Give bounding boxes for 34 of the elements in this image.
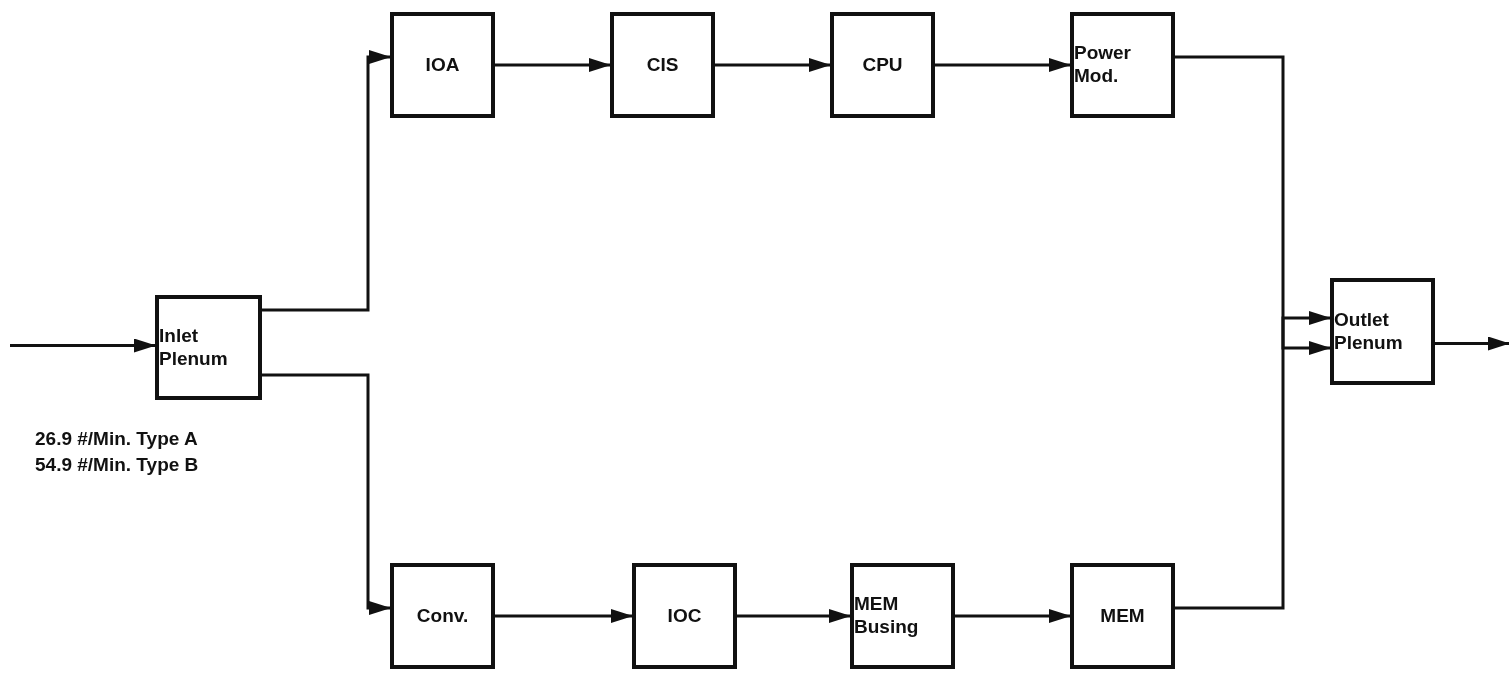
process-box — [390, 12, 495, 118]
arrow — [262, 50, 391, 312]
process-box — [1330, 278, 1435, 385]
box-label: MEM Busing — [854, 593, 920, 639]
arrow — [1175, 311, 1331, 610]
arrow — [262, 373, 391, 615]
process-box — [390, 563, 495, 669]
process-box — [632, 563, 737, 669]
arrow — [955, 609, 1071, 623]
flow-rate-note: 54.9 #/Min. Type B — [35, 454, 199, 477]
process-box — [830, 12, 935, 118]
arrow — [495, 609, 633, 623]
arrow — [935, 58, 1071, 72]
process-box — [1070, 12, 1175, 118]
box-label: IOC — [667, 604, 702, 628]
arrow — [495, 58, 611, 72]
box-label: Inlet Plenum — [159, 324, 229, 371]
arrow — [10, 338, 156, 353]
process-box — [1070, 563, 1175, 669]
arrow — [737, 609, 851, 623]
arrow — [1175, 55, 1331, 355]
flow-rate-note: 26.9 #/Min. Type A — [35, 428, 198, 451]
box-label: Outlet Plenum — [1334, 308, 1404, 355]
box-label: Conv. — [416, 604, 469, 628]
arrow — [715, 58, 831, 72]
process-box — [610, 12, 715, 118]
box-label: Power Mod. — [1074, 42, 1133, 88]
process-box — [155, 295, 262, 400]
arrow — [1435, 336, 1509, 351]
box-label: CPU — [862, 53, 903, 77]
box-label: MEM — [1100, 604, 1145, 628]
box-label: IOA — [425, 53, 460, 77]
box-label: CIS — [646, 53, 679, 77]
process-box — [850, 563, 955, 669]
